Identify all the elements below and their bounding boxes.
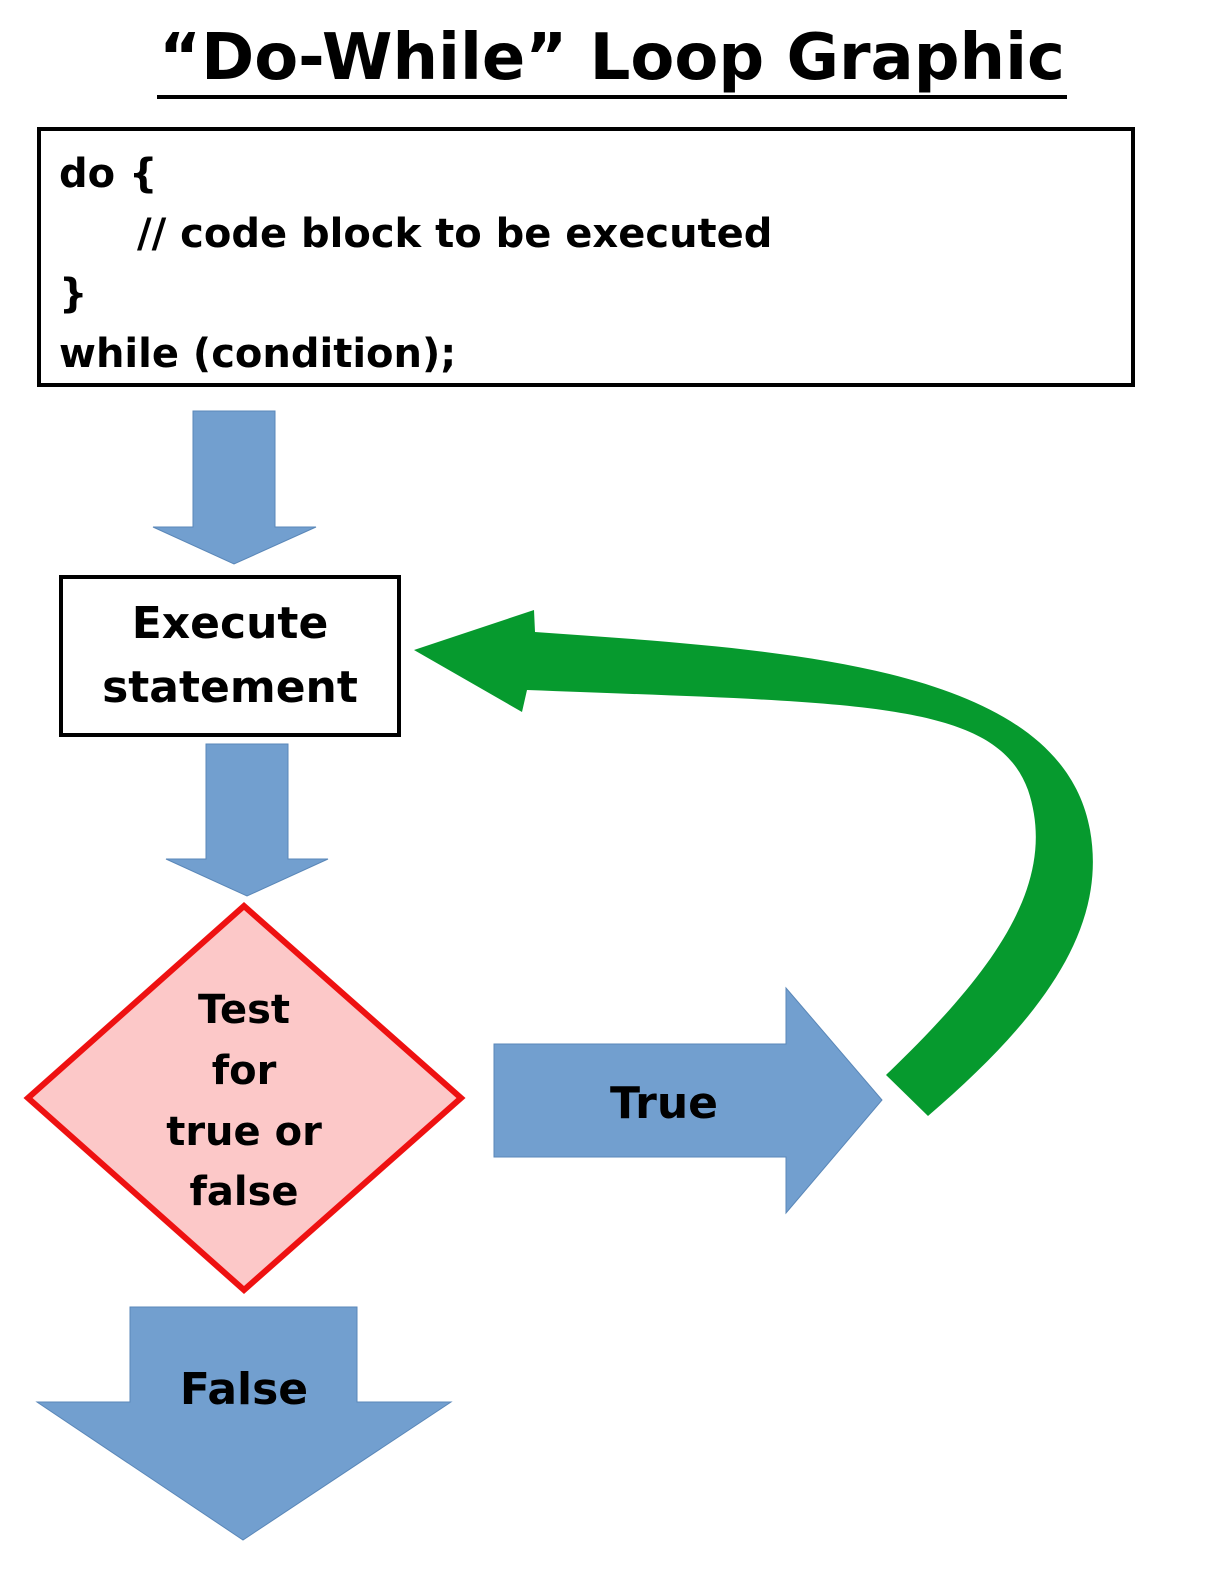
code-line-comment: // code block to be executed xyxy=(137,211,773,257)
decision-text-line1: Test xyxy=(198,987,290,1033)
down-arrow-icon xyxy=(165,743,329,897)
decision-text-line2: for xyxy=(212,1048,277,1094)
decision-text-line3: true or xyxy=(166,1109,322,1155)
execute-text-line2: statement xyxy=(102,662,358,713)
code-line-do: do { xyxy=(59,151,158,197)
right-arrow-icon xyxy=(493,986,883,1215)
false-label: False xyxy=(180,1364,308,1415)
curved-loop-arrow-icon xyxy=(414,610,1093,1116)
execute-statement-box: Execute statement xyxy=(59,575,401,737)
decision-text-line4: false xyxy=(189,1169,298,1215)
decision-diamond xyxy=(23,901,466,1295)
code-line-close-brace: } xyxy=(59,271,88,317)
code-block: do { // code block to be executed } whil… xyxy=(37,127,1135,387)
down-arrow-icon xyxy=(35,1306,453,1541)
page-title: “Do-While” Loop Graphic xyxy=(0,18,1224,99)
page-title-text: “Do-While” Loop Graphic xyxy=(157,21,1067,99)
execute-text-line1: Execute xyxy=(131,598,329,649)
code-line-while: while (condition); xyxy=(59,331,457,377)
true-label: True xyxy=(610,1078,718,1129)
down-arrow-icon xyxy=(152,410,317,565)
